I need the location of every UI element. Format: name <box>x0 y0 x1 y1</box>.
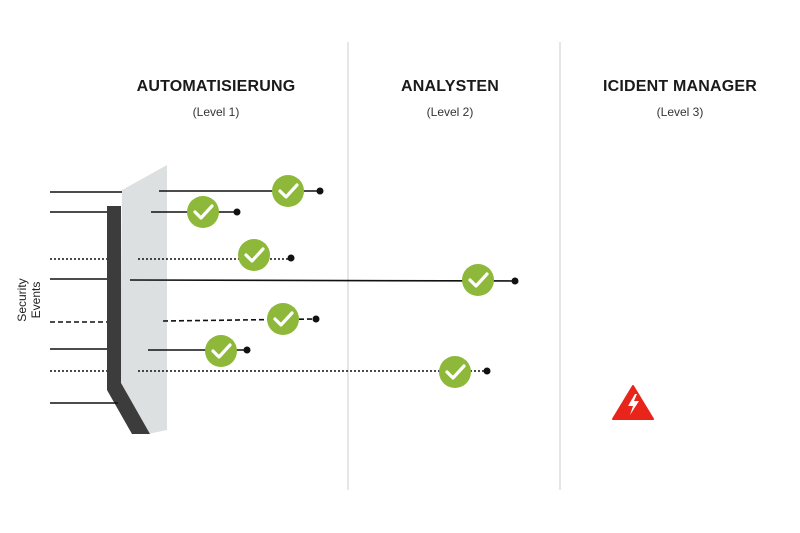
column-title-incident-manager: ICIDENT MANAGER <box>602 78 758 95</box>
event-endpoint <box>243 346 251 354</box>
check-circle-icon <box>187 196 219 228</box>
check-circle-icon <box>205 335 237 367</box>
column-level-incident-manager: (Level 3) <box>656 105 704 119</box>
event-endpoint <box>511 277 519 285</box>
check-circle-icon <box>439 356 471 388</box>
event-endpoint <box>483 367 491 375</box>
event-endpoint <box>287 254 295 262</box>
column-level-analysts: (Level 2) <box>426 105 474 119</box>
event-endpoint <box>316 187 324 195</box>
incoming-events <box>50 191 122 404</box>
column-title-analysts: ANALYSTEN <box>400 78 500 95</box>
column-level-automation: (Level 1) <box>192 105 240 119</box>
event-line <box>129 279 515 282</box>
check-circle-icon <box>462 264 494 296</box>
filter-light-face <box>120 165 167 434</box>
event-line <box>162 318 316 322</box>
column-title-automation: AUTOMATISIERUNG <box>136 78 296 95</box>
event-endpoint <box>233 208 241 216</box>
check-circle-icon <box>272 175 304 207</box>
event-endpoint <box>312 315 320 323</box>
check-circle-icon <box>238 239 270 271</box>
check-circle-icon <box>267 303 299 335</box>
filter-dark-edge <box>107 206 150 434</box>
warning-lightning-icon <box>612 385 654 420</box>
